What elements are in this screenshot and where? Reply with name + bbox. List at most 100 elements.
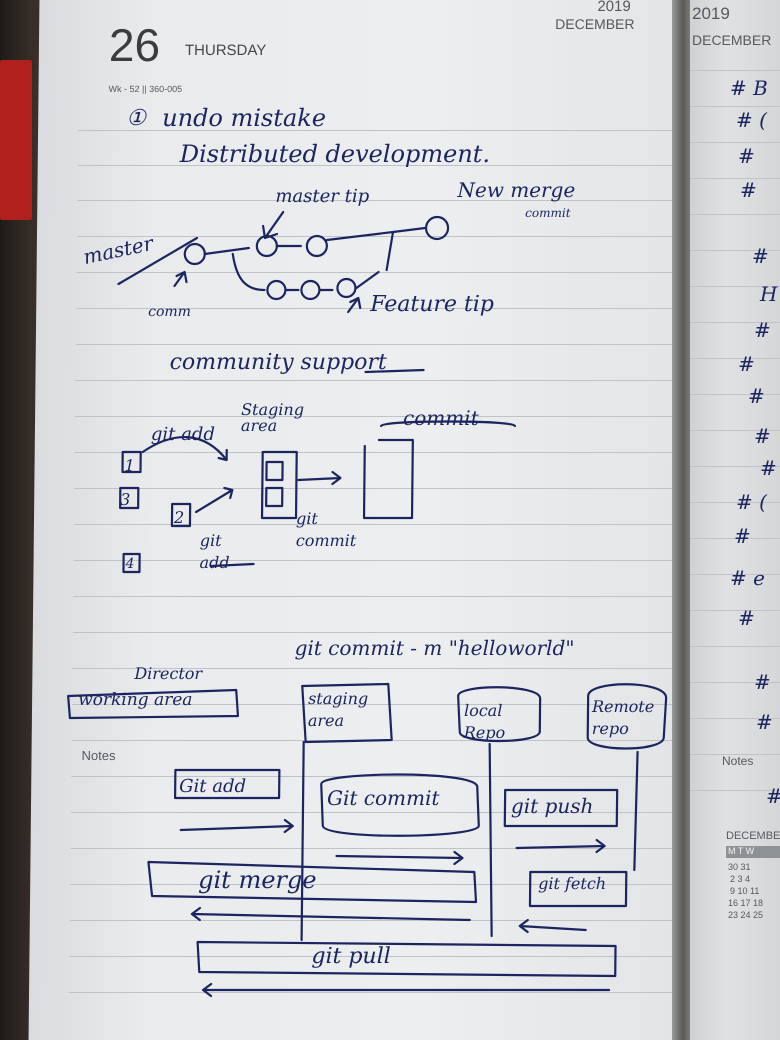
- box-local-repo-outline: [457, 686, 542, 743]
- hash-mark: # (: [736, 108, 767, 132]
- hash-mark: #: [754, 670, 771, 694]
- ruled-line: [690, 538, 780, 539]
- arrow-commit-2: [335, 850, 464, 866]
- hash-mark: # e: [730, 566, 765, 590]
- hash-mark: #: [738, 606, 755, 630]
- ruled-line: [690, 394, 780, 395]
- ruled-line: [690, 646, 780, 647]
- arrow-commit: [297, 470, 342, 486]
- hash-mark: #: [754, 318, 771, 342]
- box-git-merge-outline: [147, 860, 478, 904]
- staged-file-1: [265, 460, 284, 482]
- ruled-line: [690, 610, 780, 611]
- ruled-line: [690, 574, 780, 575]
- merge-commit-node: [424, 215, 450, 241]
- arrow-merge: [190, 906, 471, 922]
- ruled-line: [690, 322, 780, 323]
- commit-node: [183, 242, 206, 266]
- staged-file-2: [265, 486, 284, 508]
- ruled-line: [690, 358, 780, 359]
- file-box-3: [119, 486, 140, 510]
- ruled-line: [690, 754, 780, 755]
- arrow-add: [179, 818, 294, 834]
- arrow-git-add: [141, 435, 228, 462]
- merge-edge: [325, 230, 395, 272]
- file-box-4: [122, 552, 141, 574]
- arrow-master-tip: [261, 210, 285, 240]
- hash-mark: #: [766, 784, 780, 808]
- hash-mark: #: [752, 244, 769, 268]
- hash-mark: #: [738, 352, 755, 376]
- hash-mark: # B: [730, 76, 768, 100]
- divider-staging: [300, 740, 305, 942]
- file-box-2: [170, 502, 192, 528]
- box-git-push-outline: [503, 788, 619, 828]
- hash-mark: #: [760, 456, 777, 480]
- ruled-line: [690, 682, 780, 683]
- arrow-push: [515, 838, 606, 854]
- box-working-area-outline: [67, 688, 240, 720]
- mini-calendar-row: 16 17 18: [728, 898, 764, 908]
- mini-calendar-row: 30 31: [728, 862, 751, 872]
- branch-edge: [355, 270, 380, 290]
- mini-calendar-row: 2 3 4: [730, 874, 751, 884]
- commit-node: [305, 234, 328, 258]
- page-gutter: [672, 0, 694, 1040]
- ruled-line: [690, 250, 780, 251]
- mini-calendar-row: 9 10 11: [730, 886, 760, 896]
- mini-calendar-title: DECEMBER: [726, 830, 780, 842]
- divider-remote: [633, 750, 639, 872]
- ruled-line: [690, 70, 780, 71]
- branch-edge: [203, 246, 250, 256]
- right-diary-page: 2019 DECEMBER # B # ( # # # H # # # # # …: [690, 0, 780, 1040]
- hash-mark: #: [740, 178, 757, 202]
- ruled-line: [690, 430, 780, 431]
- arrow-feature-tip: [347, 296, 362, 314]
- mini-calendar-row: 23 24 25: [728, 910, 764, 920]
- left-diary-page: 26 THURSDAY 2019 DECEMBER Wk - 52 || 360…: [28, 0, 690, 1040]
- underline-add: [210, 562, 255, 568]
- hash-mark: H: [760, 282, 778, 306]
- box-remote-repo-outline: [586, 683, 668, 750]
- arrow-fetch: [518, 918, 587, 934]
- repo-box: [362, 438, 414, 520]
- staging-box: [260, 450, 298, 520]
- box-staging-area-outline: [301, 682, 393, 744]
- ruled-line: [690, 178, 780, 179]
- ruled-line: [690, 502, 780, 503]
- hash-mark: #: [756, 710, 773, 734]
- mini-calendar-header: M T W: [728, 846, 755, 856]
- hash-mark: # (: [736, 490, 767, 514]
- hash-mark: #: [748, 384, 765, 408]
- hash-mark: #: [754, 424, 771, 448]
- hash-mark: #: [734, 524, 751, 548]
- ruled-line: [690, 142, 780, 143]
- ruled-line: [690, 106, 780, 107]
- ruled-line: [690, 466, 780, 467]
- strike-master: [117, 236, 199, 286]
- right-month-label: DECEMBER: [692, 32, 772, 48]
- arrow-file-2: [194, 486, 234, 514]
- ruled-line: [690, 286, 780, 287]
- box-git-pull-outline: [196, 940, 617, 978]
- box-git-add-outline: [173, 768, 281, 800]
- branch-edge: [391, 226, 427, 234]
- brace-commit: [379, 420, 517, 428]
- file-box-1: [121, 450, 142, 474]
- underline-support: [364, 368, 425, 374]
- arrow-pull: [201, 982, 611, 998]
- ruled-line: [690, 214, 780, 215]
- mini-calendar-header-bar: M T W: [726, 846, 780, 858]
- ruled-line: [690, 718, 780, 719]
- right-notes-label: Notes: [722, 754, 754, 768]
- commit-node: [255, 234, 278, 258]
- arrow-comm: [173, 270, 188, 288]
- commit-node: [300, 279, 321, 301]
- right-year-label: 2019: [692, 4, 730, 23]
- box-git-commit-outline: [320, 773, 480, 837]
- box-git-fetch-outline: [528, 870, 628, 908]
- commit-node: [336, 277, 357, 299]
- ink-drawings: [67, 210, 668, 998]
- divider-local: [488, 742, 493, 938]
- red-ribbon: [0, 60, 32, 220]
